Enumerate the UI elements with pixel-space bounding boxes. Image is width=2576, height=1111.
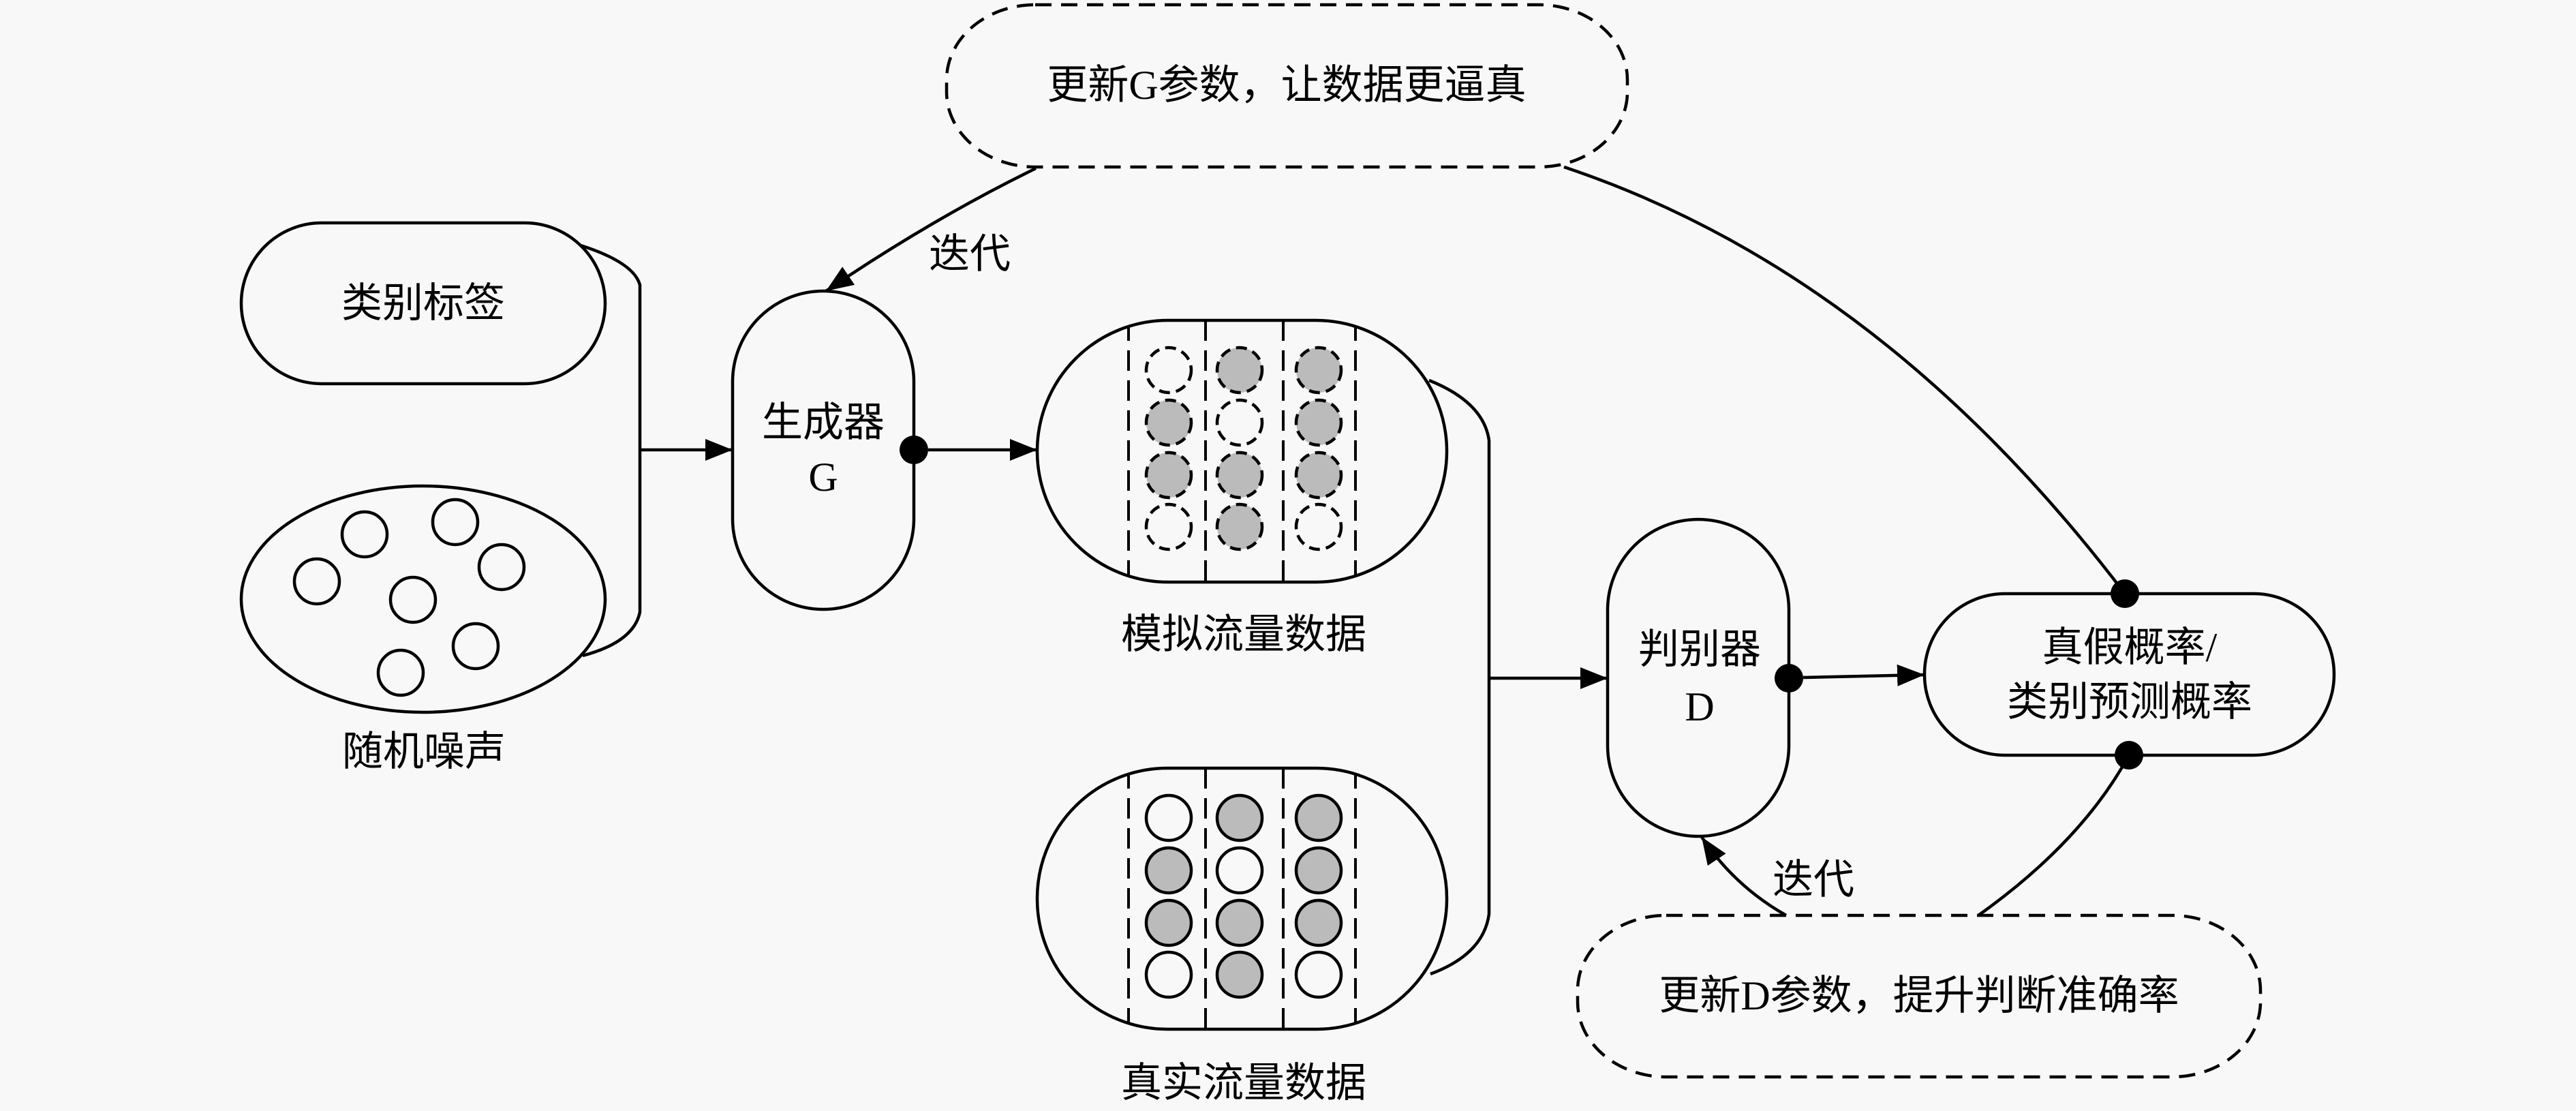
discriminator-symbol: D bbox=[1685, 684, 1714, 729]
real-data-grid bbox=[1144, 793, 1343, 999]
generator-label: 生成器 bbox=[762, 400, 885, 445]
filled-feature-cell bbox=[1294, 451, 1343, 500]
filled-feature-cell bbox=[1215, 502, 1264, 551]
noise-point bbox=[340, 510, 389, 559]
empty-feature-cell bbox=[1144, 793, 1193, 842]
simulated-data-label: 模拟流量数据 bbox=[1121, 612, 1366, 657]
simulated-data-grid bbox=[1144, 346, 1343, 551]
generator-symbol: G bbox=[808, 455, 838, 500]
random-noise-node bbox=[239, 484, 607, 714]
update-d-label: 更新D参数，提升判断准确率 bbox=[1659, 973, 2179, 1018]
edge-discriminator-to-probability bbox=[1803, 664, 1925, 686]
probability-label-line1: 真假概率/ bbox=[2042, 625, 2218, 670]
edge-update-d-to-probability bbox=[1977, 754, 2130, 917]
filled-feature-cell bbox=[1294, 846, 1343, 895]
generator-node: 生成器 G bbox=[731, 289, 916, 611]
noise-point bbox=[292, 557, 341, 606]
noise-point bbox=[477, 543, 526, 592]
real-data-label: 真实流量数据 bbox=[1121, 1061, 1366, 1106]
filled-feature-cell bbox=[1144, 451, 1193, 500]
noise-point bbox=[388, 575, 438, 624]
generator-output-dot bbox=[900, 436, 928, 464]
class-label-text: 类别标签 bbox=[341, 281, 505, 326]
filled-feature-cell bbox=[1144, 398, 1193, 447]
iterate-d-label: 迭代 bbox=[1773, 857, 1854, 902]
update-g-node: 更新G参数，让数据更逼真 bbox=[945, 3, 1629, 169]
class-label-node: 类别标签 bbox=[239, 221, 607, 386]
empty-feature-cell bbox=[1215, 398, 1264, 447]
noise-point bbox=[451, 622, 500, 671]
edge-update-g-to-generator bbox=[825, 166, 1037, 292]
filled-feature-cell bbox=[1294, 793, 1343, 842]
real-data-node bbox=[1035, 766, 1449, 1031]
probability-node: 真假概率/ 类别预测概率 bbox=[1922, 592, 2336, 757]
filled-feature-cell bbox=[1215, 793, 1264, 842]
filled-feature-cell bbox=[1215, 950, 1264, 999]
update-d-node: 更新D参数，提升判断准确率 bbox=[1576, 913, 2263, 1079]
filled-feature-cell bbox=[1294, 398, 1343, 447]
edge-update-g-to-probability bbox=[1563, 165, 2126, 595]
filled-feature-cell bbox=[1144, 898, 1193, 947]
discriminator-output-dot bbox=[1775, 664, 1803, 693]
noise-point bbox=[431, 498, 480, 547]
noise-point bbox=[376, 648, 425, 697]
probability-label-line2: 类别预测概率 bbox=[2007, 680, 2252, 725]
filled-feature-cell bbox=[1294, 346, 1343, 395]
probability-top-dot bbox=[2111, 579, 2139, 608]
empty-feature-cell bbox=[1144, 346, 1193, 395]
discriminator-label: 判别器 bbox=[1638, 627, 1761, 672]
probability-bottom-dot bbox=[2115, 741, 2143, 770]
simulated-data-node bbox=[1035, 318, 1449, 584]
random-noise-label: 随机噪声 bbox=[342, 729, 506, 774]
update-g-label: 更新G参数，让数据更逼真 bbox=[1047, 63, 1526, 108]
empty-feature-cell bbox=[1144, 950, 1193, 999]
iterate-g-label: 迭代 bbox=[929, 232, 1011, 277]
filled-feature-cell bbox=[1215, 451, 1264, 500]
discriminator-node: 判别器 D bbox=[1606, 517, 1791, 838]
filled-feature-cell bbox=[1294, 898, 1343, 947]
filled-feature-cell bbox=[1215, 898, 1264, 947]
empty-feature-cell bbox=[1294, 502, 1343, 551]
empty-feature-cell bbox=[1144, 502, 1193, 551]
edge-update-d-to-discriminator bbox=[1700, 836, 1788, 917]
filled-feature-cell bbox=[1144, 846, 1193, 895]
filled-feature-cell bbox=[1215, 346, 1264, 395]
empty-feature-cell bbox=[1294, 950, 1343, 999]
empty-feature-cell bbox=[1215, 846, 1264, 895]
